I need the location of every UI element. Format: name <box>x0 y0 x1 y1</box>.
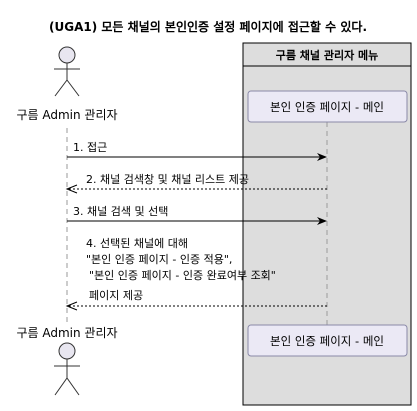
message-2-label: 2. 채널 검색창 및 채널 리스트 제공 <box>86 173 249 186</box>
message-1-label: 1. 접근 <box>73 141 107 154</box>
participant-bottom-box <box>247 324 408 357</box>
actor-bottom-label: 구름 Admin 관리자 <box>16 326 117 340</box>
participant-top-box <box>247 90 408 123</box>
diagram-title: (UGA1) 모든 채널의 본인인증 설정 페이지에 접근할 수 있다. <box>49 19 367 34</box>
message-4-arrowhead <box>65 301 78 311</box>
actor-top-label: 구름 Admin 관리자 <box>16 108 117 122</box>
participant-bottom-label: 본인 인증 페이지 - 메인 <box>270 334 384 348</box>
message-3-arrowhead <box>317 217 327 225</box>
message-4-label-line-1: 4. 선택된 채널에 대해 <box>86 236 188 250</box>
message-2-arrowhead <box>65 184 78 194</box>
message-1-arrowhead <box>317 153 327 161</box>
message-4-label-line-4: 페이지 제공 <box>89 289 143 302</box>
participant-top-label: 본인 인증 페이지 - 메인 <box>270 100 384 114</box>
message-4-label-line-2: "본인 인증 페이지 - 인증 적용", <box>86 253 232 266</box>
message-3-label: 3. 채널 검색 및 선택 <box>73 205 168 218</box>
message-4-label-line-3: "본인 인증 페이지 - 인증 완료여부 조회" <box>89 269 276 282</box>
menu-group-title: 구름 채널 관리자 메뉴 <box>276 48 379 62</box>
actor-bottom-icon <box>54 342 80 396</box>
actor-top-icon <box>54 46 80 97</box>
